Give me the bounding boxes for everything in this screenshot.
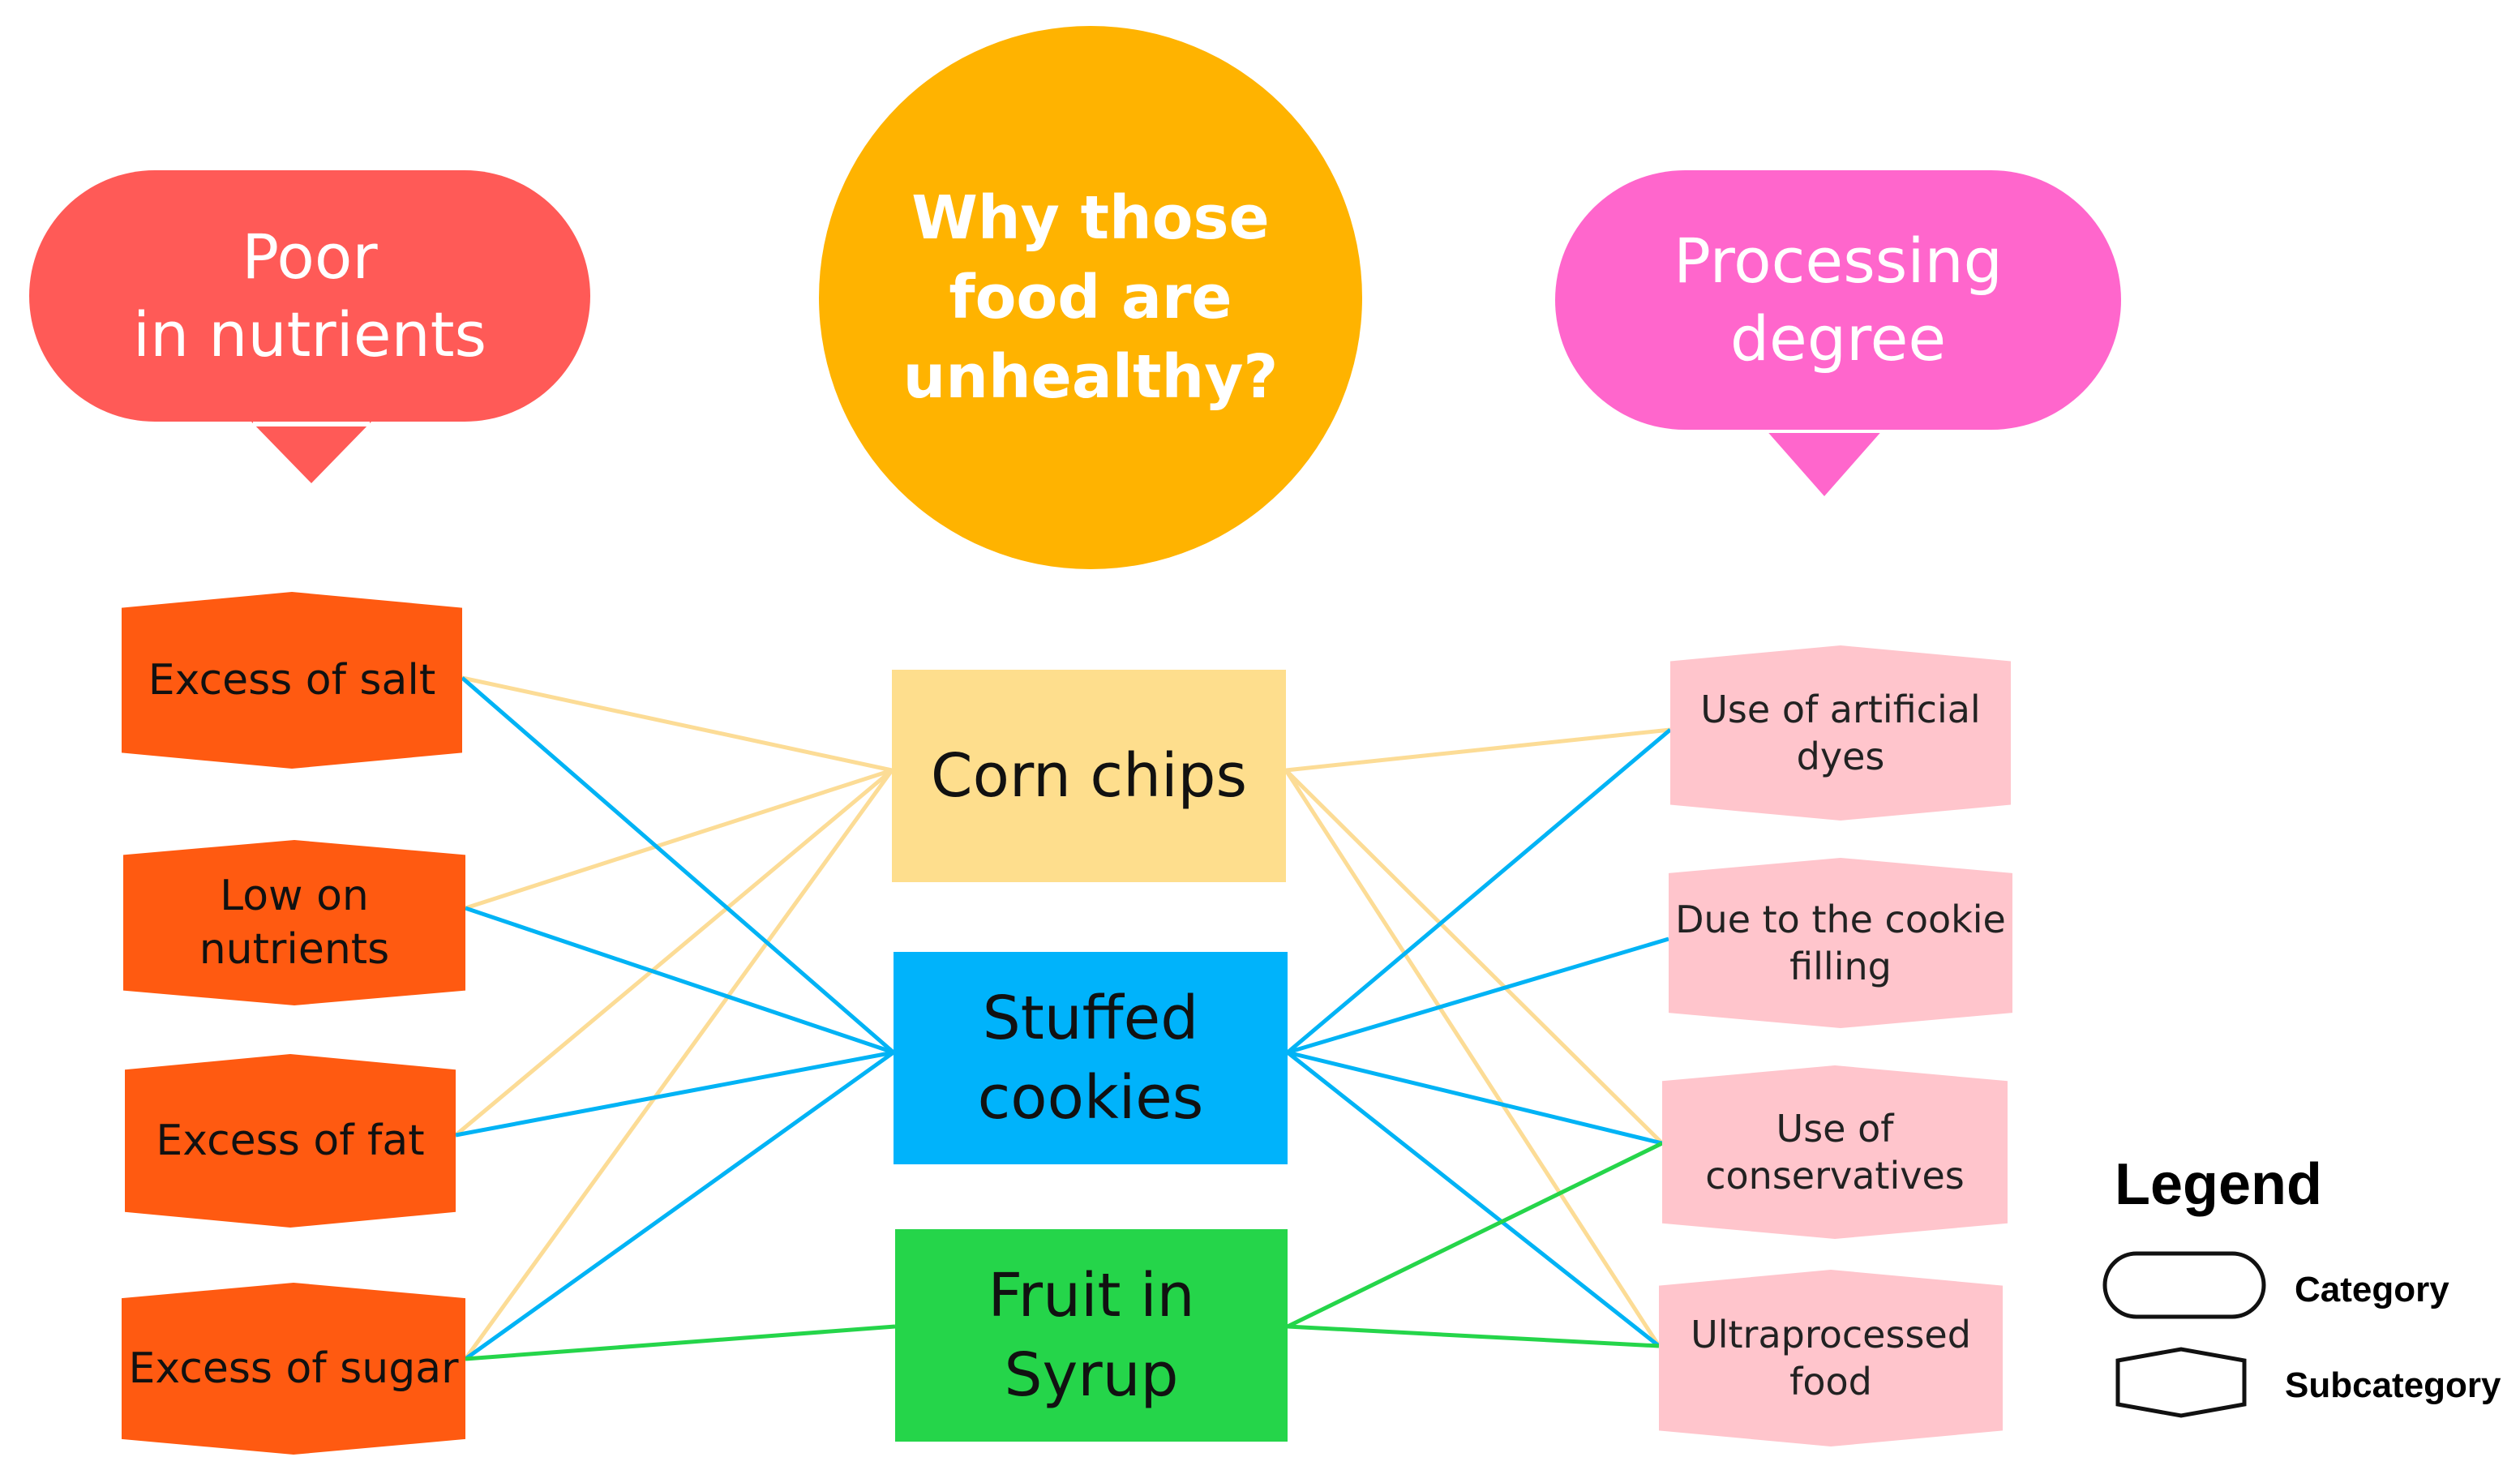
link-corn-nutrients <box>465 768 893 911</box>
link-cookies-nutrients <box>465 906 894 1055</box>
legend-title: Legend <box>2115 1152 2323 1217</box>
link-fruit-conservatives <box>1286 1141 1664 1329</box>
legend-subcategory-label: Subcategory <box>2285 1365 2501 1405</box>
legend-category-shape <box>2102 1251 2266 1319</box>
subcategory-label: Use of conservatives <box>1705 1107 1965 1198</box>
subcategory-label: Due to the cookie filling <box>1675 898 2006 988</box>
subcategory-label: Ultraprocessed food <box>1691 1313 1971 1404</box>
link-cookies-salt <box>461 676 895 1054</box>
legend-subcategory-shape <box>2115 1347 2247 1418</box>
link-cookies-conservatives <box>1287 1050 1663 1146</box>
legend-category-label: Category <box>2295 1270 2449 1309</box>
category-label: Processing degree <box>1674 225 2003 375</box>
link-corn-ultraprocessed <box>1284 769 1661 1348</box>
subcategory-excess-of-salt: Excess of salt <box>122 592 462 769</box>
subcategory-label: Use of artificial dyes <box>1700 688 1981 778</box>
category-processing-degree: Processing degree <box>1555 170 2121 430</box>
link-corn-salt <box>461 675 893 773</box>
food-fruit-in-syrup: Fruit in Syrup <box>895 1229 1288 1442</box>
food-label: Corn chips <box>930 741 1248 811</box>
subcategory-ultraprocessed-food: Ultraprocessed food <box>1659 1270 2003 1446</box>
subcategory-conservatives: Use of conservatives <box>1662 1065 2008 1239</box>
subcategory-cookie-filling: Due to the cookie filling <box>1669 858 2012 1028</box>
subcategory-label: Excess of salt <box>148 656 436 705</box>
left-category-pointer <box>251 422 371 483</box>
link-cookies-fat <box>455 1050 894 1138</box>
link-fruit-sugar <box>465 1324 896 1361</box>
central-question: Why those food are unhealthy? <box>819 26 1362 569</box>
subcategory-label: Excess of sugar <box>128 1344 459 1393</box>
food-stuffed-cookies: Stuffed cookies <box>894 952 1288 1164</box>
link-corn-conservatives <box>1284 769 1664 1145</box>
subcategory-artificial-dyes: Use of artificial dyes <box>1670 645 2011 821</box>
link-cookies-filling <box>1287 936 1669 1055</box>
link-fruit-ultraprocessed <box>1287 1324 1660 1348</box>
link-cookies-ultraprocessed <box>1286 1051 1661 1348</box>
link-corn-sugar <box>463 769 894 1361</box>
subcategory-label: Excess of fat <box>156 1116 425 1165</box>
food-label: Fruit in Syrup <box>988 1261 1195 1410</box>
right-category-pointer <box>1764 428 1884 496</box>
link-corn-dyes <box>1285 727 1671 773</box>
subcategory-excess-of-fat: Excess of fat <box>125 1054 456 1228</box>
question-text: Why those food are unhealthy? <box>902 183 1279 412</box>
link-corn-fat <box>454 769 894 1137</box>
link-cookies-sugar <box>464 1050 895 1361</box>
category-label: Poor in nutrients <box>132 221 487 371</box>
link-cookies-dyes <box>1286 728 1672 1054</box>
food-label: Stuffed cookies <box>977 984 1204 1133</box>
subcategory-excess-of-sugar: Excess of sugar <box>122 1283 465 1455</box>
subcategory-label: Low on nutrients <box>199 872 390 974</box>
subcategory-low-on-nutrients: Low on nutrients <box>123 840 465 1005</box>
food-corn-chips: Corn chips <box>892 670 1286 882</box>
category-poor-in-nutrients: Poor in nutrients <box>29 170 590 422</box>
